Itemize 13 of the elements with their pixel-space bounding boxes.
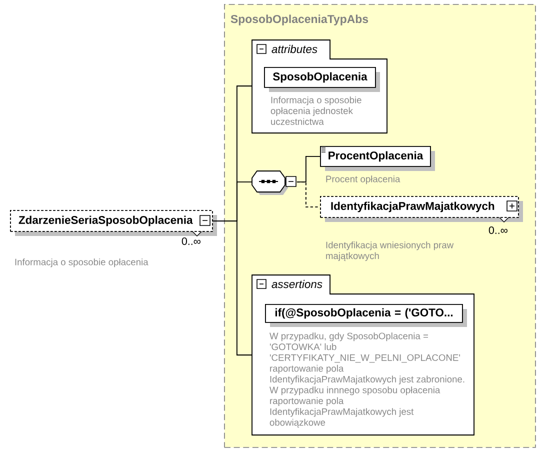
connector-line [212,220,252,356]
element-box: if(@SposobOplacenia = ('GOTO... [265,304,467,327]
description-text: Informacja o sposobie opłacenia jednostek uczestnictwa [270,96,362,125]
element-box: IdentyfikacjaPrawMajatkowych [320,196,523,222]
element-box: SposobOplacenia [264,67,380,92]
description-text: Informacja o sposobie opłacenia [15,258,148,268]
description-text: Procent opłacenia [326,175,400,184]
element-box: ZdarzenieSeriaSposobOplacenia [10,210,217,236]
occurrence-label: 0..∞ [182,237,200,246]
occurrence-label: 0..∞ [488,226,508,234]
description-text: W przypadku, gdy SposobOplacenia = 'GOTOWKA' lub 'CERTYFIKATY_NIE_W_PELNI_OPLACONE' raportowanie pola IdentyfikacjaPrawMajatkowych jest zabronione. W przypadku innnego sposobu opłacenia raportowanie pola IdentyfikacjaPrawMajatkowych jest obowiązkowe [270,332,464,428]
connector-line [296,182,320,208]
description-text: Identyfikacja wniesionych praw majątkowych [326,241,454,261]
